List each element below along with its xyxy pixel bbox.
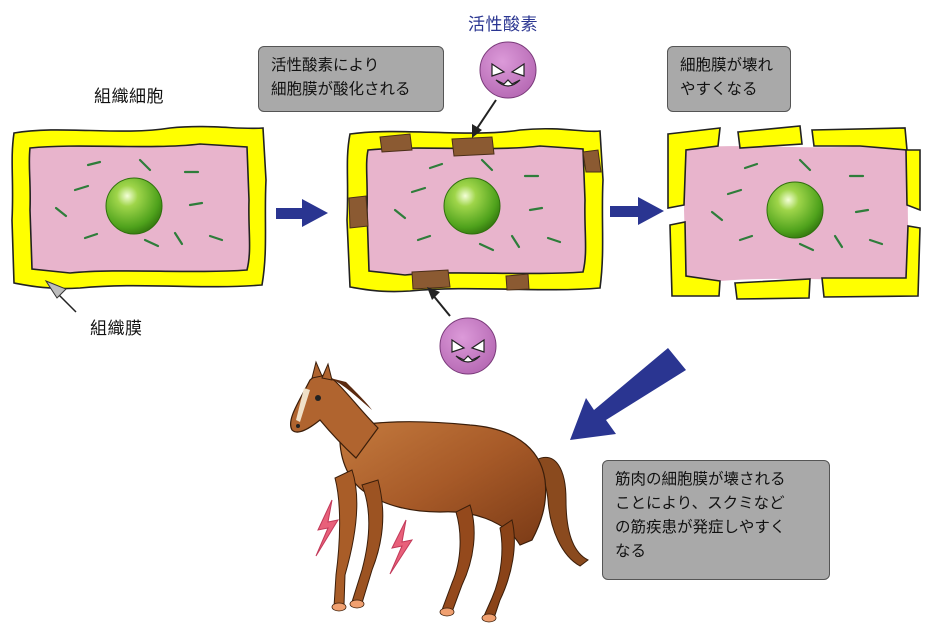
horse-illustration — [291, 362, 588, 622]
callout-fragile-line-1: 細胞膜が壊れ — [680, 53, 778, 77]
cell-healthy — [12, 127, 266, 289]
radical-bottom — [440, 318, 496, 374]
cell-damaged — [668, 126, 920, 299]
callout-disease: 筋肉の細胞膜が壊される ことにより、スクミなど の筋疾患が発症しやすく なる — [602, 460, 830, 580]
attack-arrow-bottom — [427, 287, 450, 316]
nucleus — [444, 178, 500, 234]
callout-disease-line-4: なる — [615, 539, 817, 563]
arrow-right-1 — [276, 199, 328, 227]
label-tissue-membrane: 組織膜 — [90, 314, 143, 339]
nucleus — [106, 178, 162, 234]
callout-oxidation: 活性酸素により 細胞膜が酸化される — [258, 46, 444, 112]
label-active-oxygen: 活性酸素 — [468, 10, 538, 35]
nucleus — [767, 182, 823, 238]
radical-top — [480, 42, 536, 98]
callout-oxidation-line-1: 活性酸素により — [271, 53, 431, 77]
callout-disease-line-1: 筋肉の細胞膜が壊される — [615, 467, 817, 491]
arrow-diagonal-down — [570, 348, 686, 440]
arrow-right-2 — [610, 197, 664, 225]
callout-oxidation-line-2: 細胞膜が酸化される — [271, 77, 431, 101]
label-tissue-cell: 組織細胞 — [94, 82, 164, 107]
callout-fragile-line-2: やすくなる — [680, 77, 778, 101]
callout-disease-line-3: の筋疾患が発症しやすく — [615, 515, 817, 539]
callout-disease-line-2: ことにより、スクミなど — [615, 491, 817, 515]
cell-oxidized — [347, 129, 603, 292]
callout-fragile: 細胞膜が壊れ やすくなる — [667, 46, 791, 112]
